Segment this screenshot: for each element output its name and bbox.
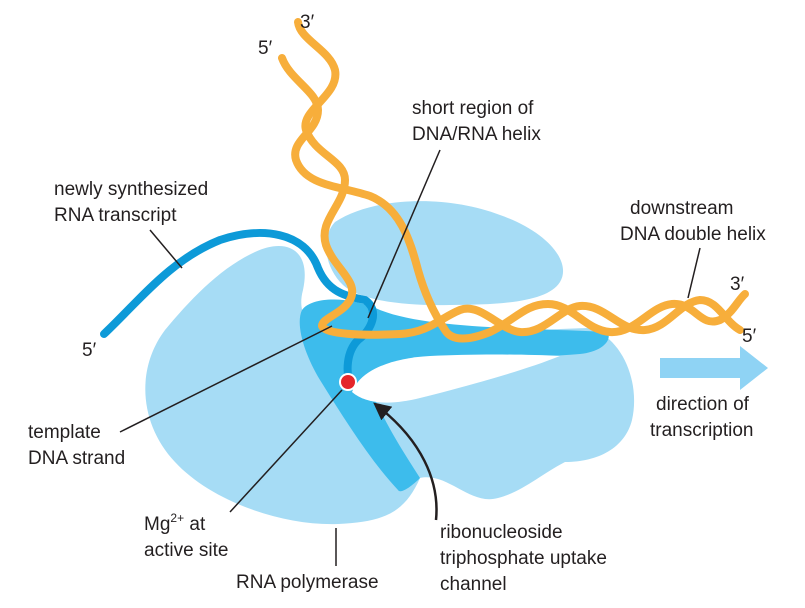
leader-template (119, 325, 333, 433)
label-direction-2: transcription (650, 420, 754, 441)
label-rna-5: 5′ (82, 340, 97, 361)
direction-arrow (660, 346, 768, 390)
leader-newly (149, 229, 183, 269)
leader-short-region (367, 149, 441, 319)
label-dna-top-5: 5′ (258, 38, 273, 59)
label-dna-right-3: 3′ (730, 274, 745, 295)
label-mg-2: active site (144, 540, 228, 561)
label-downstream-1: downstream (630, 198, 734, 219)
label-short-region-2: DNA/RNA helix (412, 124, 541, 145)
label-ribo-3: channel (440, 574, 507, 595)
label-direction-1: direction of (656, 394, 750, 415)
label-newly-1: newly synthesized (54, 179, 208, 200)
uptake-channel (299, 299, 609, 492)
cleft-notch (352, 354, 560, 403)
label-newly-2: RNA transcript (54, 205, 177, 226)
leader-mg (229, 389, 343, 513)
leader-downstream (687, 247, 701, 299)
polymerase-upper-lobe (326, 201, 564, 306)
label-mg-1: Mg2+ at (144, 511, 206, 535)
label-polymerase: RNA polymerase (236, 572, 379, 593)
dna-nontemplate-strand (278, 54, 749, 343)
label-ribo-2: triphosphate uptake (440, 548, 607, 569)
mg-active-site (339, 373, 357, 391)
label-template-1: template (28, 422, 101, 443)
label-dna-right-5: 5′ (742, 326, 757, 347)
label-downstream-2: DNA double helix (620, 224, 766, 245)
rna-transcript (100, 229, 378, 389)
label-template-2: DNA strand (28, 448, 125, 469)
leader-ribo-arrow (373, 402, 438, 521)
label-short-region-1: short region of (412, 98, 534, 119)
label-dna-top-3: 3′ (300, 12, 315, 33)
label-ribo-1: ribonucleoside (440, 522, 563, 543)
